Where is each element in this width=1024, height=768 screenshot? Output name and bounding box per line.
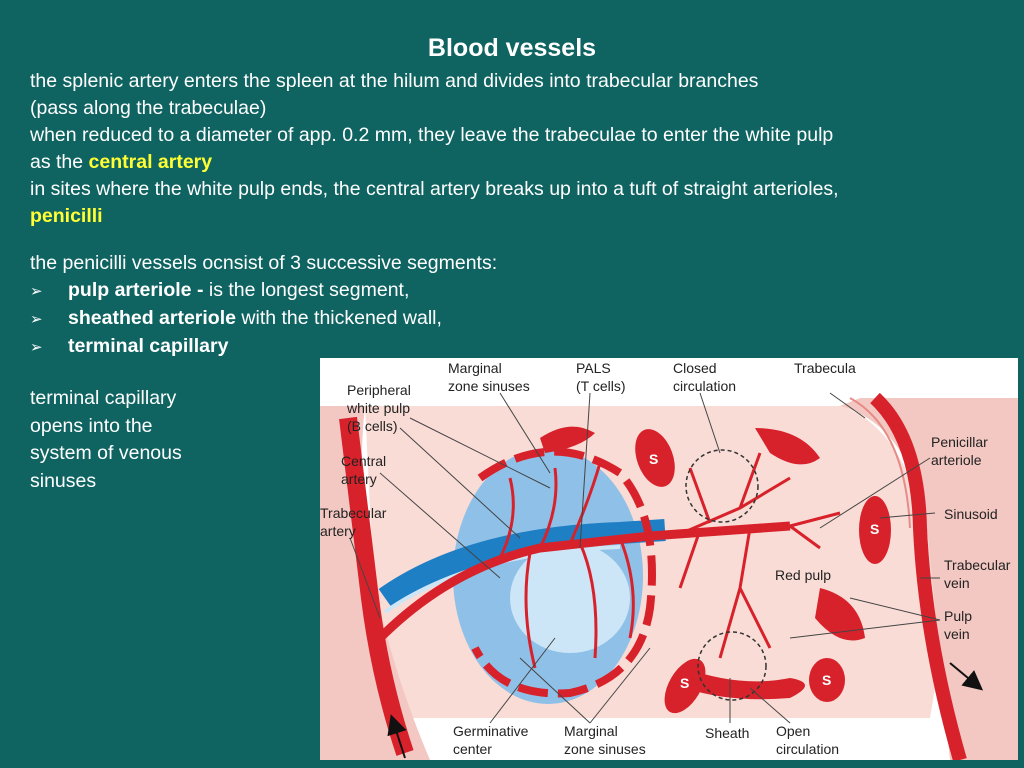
red-pulp-label: Red pulp — [775, 567, 831, 583]
marginal-zone-bottom-label: zone sinuses — [564, 741, 646, 757]
text-line: as the central artery — [30, 149, 1010, 176]
penicilli-term: penicilli — [30, 205, 103, 227]
bullet-item: ➢ sheathed arteriole with the thickened … — [30, 305, 730, 333]
segments-paragraph: the penicilli vessels ocnsist of 3 succe… — [30, 250, 730, 361]
text-line: (pass along the trabeculae) — [30, 97, 267, 119]
spleen-circulation-diagram: S S S S Marginal zone sinuses PALS (T ce… — [320, 358, 1018, 760]
trabecula-label: Trabecula — [794, 360, 856, 376]
slide-title: Blood vessels — [427, 34, 597, 62]
side-note-line: sinuses — [30, 469, 97, 492]
trabecular-vein-right — [870, 392, 967, 760]
sinusoid-label: Sinusoid — [944, 506, 998, 522]
central-vein-band — [378, 519, 666, 608]
bullet-term: terminal capillary — [68, 335, 229, 357]
marginal-zone-bottom-label: Marginal — [564, 723, 618, 739]
closed-circulation-label: circulation — [673, 378, 736, 394]
trabecular-vein-label: Trabecular — [944, 557, 1011, 573]
peripheral-white-pulp-label: white pulp — [346, 400, 410, 416]
bullet-arrow-icon: ➢ — [30, 283, 43, 300]
central-artery — [376, 521, 791, 642]
trabecula-left — [320, 406, 430, 760]
pals-label: PALS — [576, 360, 611, 376]
intro-paragraph: the splenic artery enters the spleen at … — [30, 68, 1010, 230]
side-note-line: opens into the — [30, 414, 153, 437]
text-fragment: as the — [30, 151, 89, 173]
bullet-term: sheathed arteriole — [68, 307, 236, 329]
open-circulation-circle — [697, 631, 767, 701]
pulp-vein-label: vein — [944, 626, 970, 642]
sinus-label: S — [649, 451, 658, 467]
sinus-label: S — [822, 672, 831, 688]
open-circulation-label: circulation — [776, 741, 839, 757]
side-note: terminal capillary opens into the system… — [30, 385, 260, 495]
sheath-label: Sheath — [705, 725, 749, 741]
text-line: the splenic artery enters the spleen at … — [30, 70, 759, 92]
peripheral-white-pulp-label: Peripheral — [347, 382, 411, 398]
side-note-line: system of venous — [30, 442, 182, 464]
bullet-item: ➢ pulp arteriole - is the longest segmen… — [30, 277, 730, 305]
segments-intro: the penicilli vessels ocnsist of 3 succe… — [30, 252, 498, 274]
outflow-arrow-icon — [949, 662, 984, 691]
germinative-center-label: center — [453, 741, 492, 757]
germinative-center-label: Germinative — [453, 723, 529, 739]
peripheral-white-pulp-label: (B cells) — [347, 418, 398, 434]
marginal-zone-label: Marginal — [448, 360, 502, 376]
pals-label: (T cells) — [576, 378, 626, 394]
bullet-text: with the thickened wall, — [235, 307, 442, 329]
side-note-line: terminal capillary — [30, 387, 177, 409]
sinus-label: S — [680, 675, 689, 691]
bullet-item: ➢ terminal capillary — [30, 333, 730, 361]
closed-circulation-label: Closed — [673, 360, 717, 376]
text-line: penicilli — [30, 203, 1010, 230]
marginal-zone-label: zone sinuses — [448, 378, 530, 394]
bullet-term: pulp arteriole - — [68, 279, 209, 301]
open-circulation-label: Open — [776, 723, 810, 739]
bullet-arrow-icon: ➢ — [30, 339, 43, 356]
sinus-label: S — [870, 521, 879, 537]
bullet-arrow-icon: ➢ — [30, 311, 43, 328]
penicillar-arteriole-label: arteriole — [931, 452, 982, 468]
trabecular-artery — [339, 416, 414, 756]
germinal-center — [510, 543, 630, 653]
trabecular-artery-label: Trabecular — [320, 505, 387, 521]
marginal-sinus-ring — [471, 447, 656, 698]
trabecular-vein-label: vein — [944, 575, 970, 591]
diagram-svg: S S S S Marginal zone sinuses PALS (T ce… — [320, 360, 1018, 760]
central-artery-term: central artery — [88, 151, 213, 173]
text-line: in sites where the white pulp ends, the … — [30, 178, 839, 200]
bullet-text: is the longest segment, — [208, 279, 410, 301]
closed-circulation-circle — [685, 449, 759, 523]
trabecular-artery-label: artery — [320, 523, 356, 539]
inflow-arrow-icon — [387, 714, 407, 759]
penicillar-arterioles — [678, 452, 841, 659]
central-artery-label: artery — [341, 471, 377, 487]
penicillar-arteriole-label: Penicillar — [931, 434, 988, 450]
text-line: when reduced to a diameter of app. 0.2 m… — [30, 124, 834, 146]
central-artery-label: Central — [341, 453, 386, 469]
sinus-s — [635, 429, 675, 487]
trabecula-right — [840, 398, 1018, 760]
pulp-vein-label: Pulp — [944, 608, 972, 624]
